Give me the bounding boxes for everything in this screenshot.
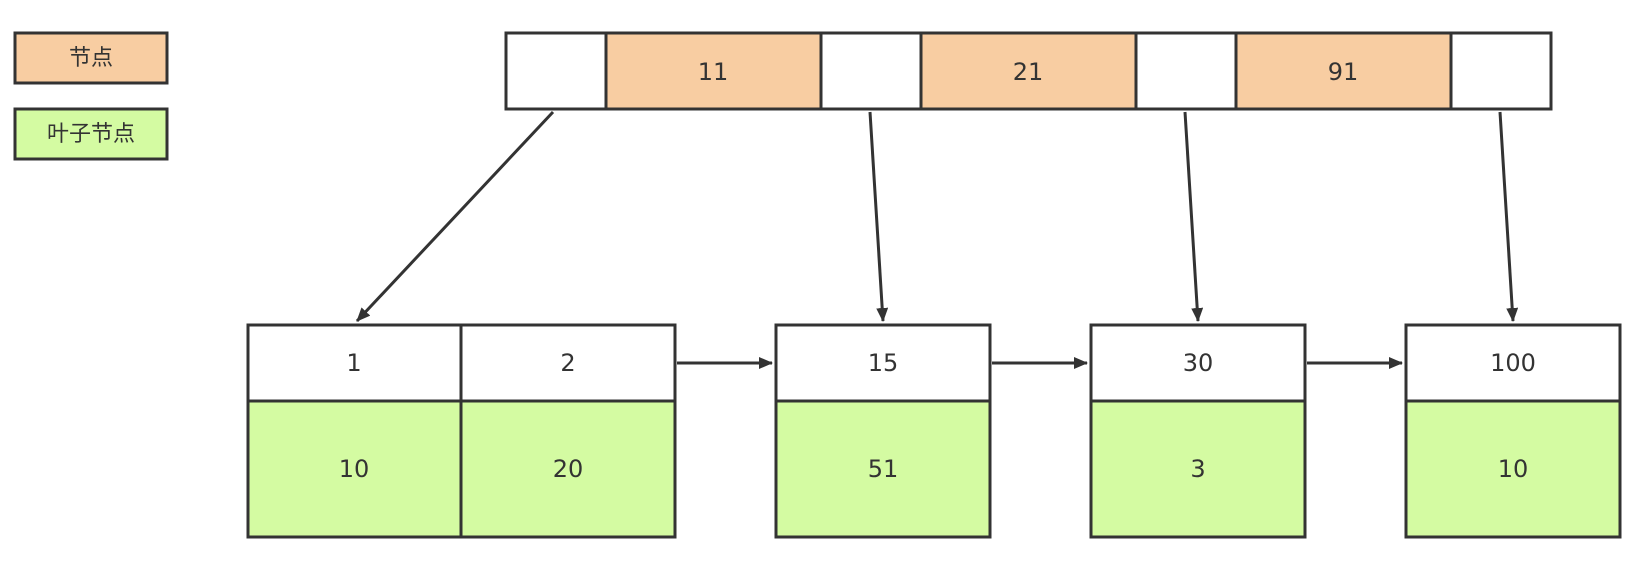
leaf-key-cell [774, 323, 992, 403]
leaf-value-text: 3 [1190, 455, 1205, 483]
leaf-value-cell [774, 399, 992, 539]
root-pointer-cell [819, 31, 923, 111]
pointer-arrow [1183, 111, 1204, 322]
leaf-key-cell [246, 323, 463, 403]
pointer-arrow [355, 110, 555, 323]
pointer-arrow [1498, 111, 1519, 322]
leaf-value-cell [1404, 399, 1622, 539]
leaf-key-text: 15 [868, 349, 899, 377]
legend-leaf-swatch [13, 107, 169, 161]
root-pointer-cell [1134, 31, 1238, 111]
pointer-arrow [868, 111, 889, 322]
root-key-cell [604, 31, 823, 111]
leaf-node: 15 51 [774, 323, 992, 539]
leaf-value-text: 10 [1498, 455, 1529, 483]
legend-node-label: 节点 [69, 46, 113, 71]
leaf-key-text: 1 [346, 349, 361, 377]
leaf-key-text: 100 [1490, 349, 1536, 377]
leaf-key-text: 30 [1183, 349, 1214, 377]
leaf-value-text: 51 [868, 455, 899, 483]
leaf-value-cell [246, 399, 463, 539]
leaf-value-cell [459, 399, 677, 539]
root-node: 11 21 91 [504, 31, 1553, 111]
legend-leaf-label: 叶子节点 [47, 122, 135, 147]
leaf-value-text: 10 [339, 455, 370, 483]
legend: 节点 叶子节点 [13, 31, 169, 161]
leaf-value-cell [1089, 399, 1307, 539]
leaf-key-text: 2 [560, 349, 575, 377]
legend-node-swatch [13, 31, 169, 85]
leaf-node: 1 2 10 20 [246, 323, 677, 539]
root-pointer-cell [1449, 31, 1553, 111]
leaf-node: 100 10 [1404, 323, 1622, 539]
root-pointer-cell [504, 31, 608, 111]
leaf-key-cell [1089, 323, 1307, 403]
leaf-value-text: 20 [553, 455, 584, 483]
root-key-text: 91 [1328, 58, 1359, 86]
root-key-text: 21 [1013, 58, 1044, 86]
root-key-text: 11 [698, 58, 729, 86]
root-key-cell [1234, 31, 1453, 111]
leaf-key-cell [1404, 323, 1622, 403]
root-pointer-arrows [355, 110, 1519, 323]
leaf-node: 30 3 [1089, 323, 1307, 539]
